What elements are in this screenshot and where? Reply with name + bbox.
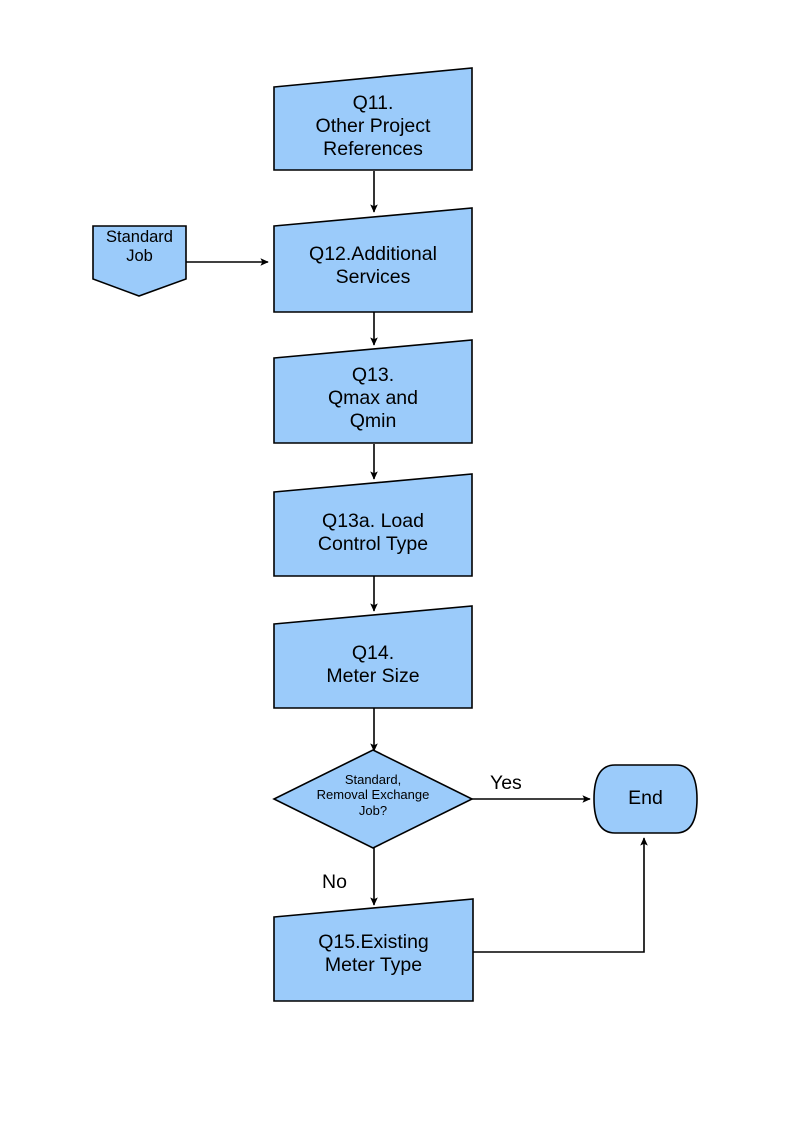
node-layer bbox=[92, 67, 698, 1002]
node-q11[interactable] bbox=[273, 67, 473, 171]
node-decision[interactable] bbox=[272, 749, 474, 849]
node-end[interactable] bbox=[593, 764, 698, 834]
node-q13a[interactable] bbox=[273, 473, 473, 577]
node-q12[interactable] bbox=[273, 207, 473, 313]
connector-layer bbox=[186, 171, 648, 953]
node-q15[interactable] bbox=[273, 898, 474, 1002]
node-standard-job[interactable] bbox=[92, 225, 187, 297]
edge-q15-to-end bbox=[473, 837, 648, 953]
node-q14[interactable] bbox=[273, 605, 473, 709]
node-q13[interactable] bbox=[273, 339, 473, 444]
